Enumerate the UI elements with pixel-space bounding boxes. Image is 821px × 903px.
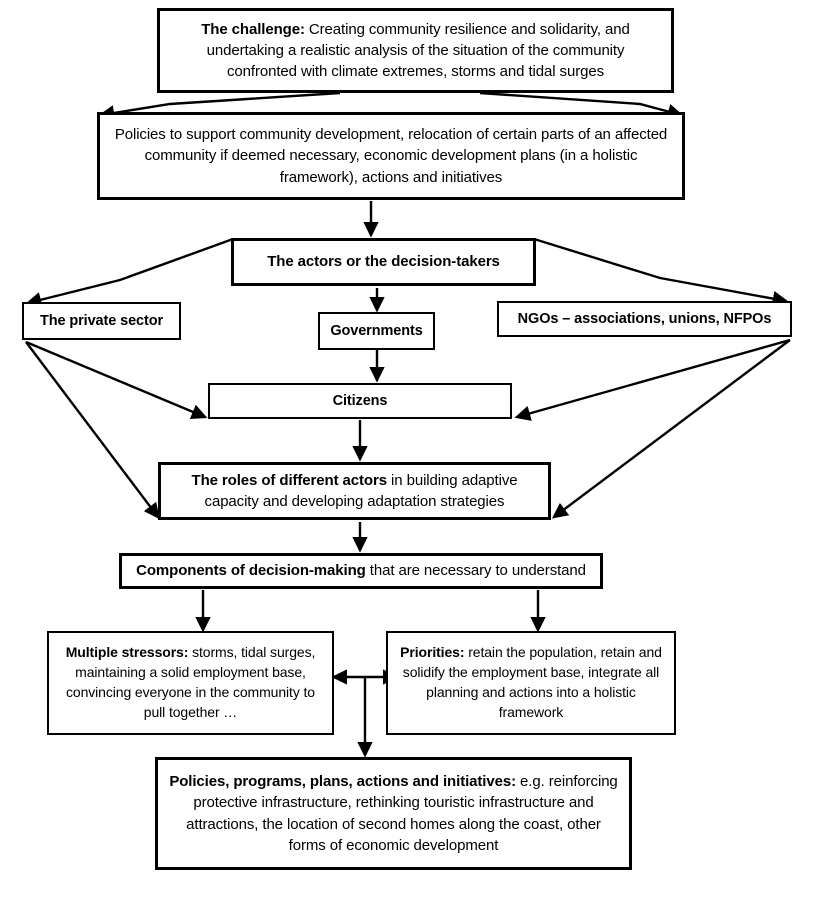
node-governments[interactable]: Governments [318, 312, 435, 350]
connector-actors-to-ngos [533, 237, 789, 307]
node-citizens-text: Citizens [210, 391, 510, 412]
connector-ngos-to-citizens [514, 338, 791, 421]
node-multiple-stressors[interactable]: Multiple stressors: storms, tidal surges… [47, 631, 334, 735]
node-components-lead: Components of decision-making [136, 562, 366, 580]
node-governments-text: Governments [320, 321, 433, 342]
node-policies-programs-body: e.g. reinforcing protective infrastructu… [186, 772, 618, 854]
node-roles-body: in building adaptive capacity and develo… [204, 471, 518, 510]
node-components[interactable]: Components of decision-making that are n… [119, 553, 603, 589]
connector-ngos-to-roles [551, 339, 791, 519]
node-actors-body: The actors or the decision-takers [267, 253, 500, 271]
node-policies-programs-lead: Policies, programs, plans, actions and i… [169, 772, 516, 790]
node-ngos-body: NGOs – associations, unions, NFPOs [517, 310, 772, 327]
node-multiple-stressors-text: Multiple stressors: storms, tidal surges… [49, 643, 332, 723]
connector-challenge-to-policies-right [479, 91, 684, 120]
node-citizens[interactable]: Citizens [208, 383, 512, 419]
connector-private-sector-to-citizens [25, 340, 208, 420]
node-challenge-text: The challenge: Creating community resili… [160, 19, 671, 83]
node-roles-text: The roles of different actors in buildin… [161, 470, 548, 513]
node-policies-support-text: Policies to support community developmen… [100, 124, 682, 188]
node-policies-programs-text: Policies, programs, plans, actions and i… [158, 771, 629, 856]
node-ngos[interactable]: NGOs – associations, unions, NFPOs [497, 301, 792, 337]
node-policies-support[interactable]: Policies to support community developmen… [97, 112, 685, 200]
node-roles-lead: The roles of different actors [191, 471, 388, 489]
node-roles[interactable]: The roles of different actors in buildin… [158, 462, 551, 520]
node-ngos-text: NGOs – associations, unions, NFPOs [499, 309, 790, 330]
node-governments-body: Governments [330, 322, 423, 339]
node-private-sector-text: The private sector [24, 311, 179, 332]
node-multiple-stressors-lead: Multiple stressors: [65, 644, 189, 661]
node-priorities-lead: Priorities: [400, 644, 465, 661]
connector-private-sector-to-roles [25, 341, 160, 520]
node-challenge-lead: The challenge: [201, 20, 305, 38]
connector-actors-to-private-sector [25, 237, 234, 308]
node-challenge-body: Creating community resilience and solida… [206, 20, 630, 81]
node-priorities-text: Priorities: retain the population, retai… [388, 643, 674, 723]
node-components-body: that are necessary to understand [365, 562, 586, 580]
node-policies-support-body: Policies to support community developmen… [114, 126, 668, 186]
node-priorities[interactable]: Priorities: retain the population, retai… [386, 631, 676, 735]
node-citizens-body: Citizens [332, 392, 388, 409]
node-actors[interactable]: The actors or the decision-takers [231, 238, 536, 286]
node-components-text: Components of decision-making that are n… [122, 560, 600, 581]
node-actors-text: The actors or the decision-takers [234, 251, 533, 272]
node-private-sector-body: The private sector [39, 312, 164, 329]
node-challenge[interactable]: The challenge: Creating community resili… [157, 8, 674, 93]
node-policies-programs[interactable]: Policies, programs, plans, actions and i… [155, 757, 632, 870]
node-priorities-body: retain the population, retain and solidi… [402, 644, 662, 720]
node-private-sector[interactable]: The private sector [22, 302, 181, 340]
connector-challenge-to-policies-left [98, 91, 341, 121]
node-multiple-stressors-body: storms, tidal surges, maintaining a soli… [65, 644, 316, 720]
